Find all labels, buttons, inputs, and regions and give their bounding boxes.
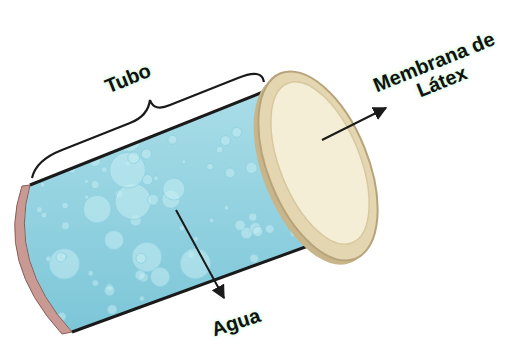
- water-bubble: [207, 163, 214, 170]
- water-bubble: [110, 152, 146, 188]
- water-bubble: [25, 99, 29, 103]
- water-bubble: [286, 270, 295, 279]
- water-bubble: [25, 318, 37, 330]
- water-bubble: [225, 168, 235, 178]
- water-bubble: [250, 254, 259, 263]
- water-bubble: [216, 146, 223, 153]
- water-bubble: [19, 161, 26, 168]
- water-bubble: [224, 205, 229, 210]
- water-bubble: [142, 175, 152, 185]
- water-bubble: [152, 305, 162, 315]
- water-bubble: [10, 293, 22, 305]
- water-bubble: [139, 296, 144, 301]
- membrane-label: Membrana de Látex: [370, 28, 506, 116]
- water-bubble: [194, 99, 199, 104]
- water-bubble: [304, 270, 315, 281]
- water-bubble: [19, 91, 29, 101]
- water-bubble: [134, 311, 144, 321]
- water-bubble: [278, 297, 283, 302]
- water-bubble: [49, 249, 80, 280]
- water-bubble: [49, 106, 73, 130]
- water-bubble: [237, 277, 242, 282]
- water-bubble: [44, 100, 50, 106]
- water-bubble: [46, 256, 51, 261]
- water-bubble: [220, 136, 230, 146]
- water-bubble: [83, 195, 111, 223]
- tube-wall: [72, 238, 330, 332]
- water-bubble: [332, 82, 336, 86]
- water-bubble: [37, 207, 43, 213]
- water-bubble: [92, 280, 98, 286]
- membrane-surface: [251, 68, 390, 257]
- water-bubble: [148, 194, 159, 205]
- water-bubble: [253, 226, 263, 236]
- water-bubble: [327, 275, 333, 281]
- water-bubble: [16, 110, 23, 117]
- water-bubble: [257, 328, 277, 348]
- water-bubble: [193, 109, 200, 116]
- water-bubble: [91, 180, 99, 188]
- water-bubble: [12, 159, 19, 166]
- water-bubble: [246, 162, 257, 173]
- water-bubble: [35, 329, 43, 337]
- water-bubble: [128, 152, 140, 164]
- water-bubble: [209, 218, 213, 222]
- water-bubble: [186, 79, 196, 89]
- water-bubble: [182, 160, 186, 164]
- water-bubble: [170, 311, 179, 320]
- water-bubble: [154, 326, 160, 332]
- water-bubble: [151, 267, 170, 286]
- water-bubble: [234, 279, 245, 290]
- water-bubble: [246, 299, 250, 303]
- water-bubble: [40, 182, 45, 187]
- water-bubble: [213, 100, 221, 108]
- water-bubble: [93, 140, 98, 145]
- water-bubble: [141, 149, 151, 159]
- water-bubble: [163, 178, 185, 200]
- water-bubble: [232, 127, 242, 137]
- water-bubble: [176, 86, 183, 93]
- water-bubble: [41, 212, 47, 218]
- water-bubble: [136, 253, 146, 263]
- water-bubble: [190, 312, 195, 317]
- water-bubble: [107, 305, 116, 314]
- water-bubble: [135, 100, 140, 105]
- water-bubble: [153, 176, 158, 181]
- water-bubble: [62, 222, 70, 230]
- water-bubble: [266, 310, 272, 316]
- water-bubble: [168, 135, 177, 144]
- tube-brace: [32, 74, 264, 178]
- water-bubble: [191, 107, 197, 113]
- leader-arrow: [322, 108, 386, 140]
- water-bubble: [115, 183, 151, 219]
- water-bubble: [249, 213, 257, 221]
- water-bubble: [52, 90, 81, 119]
- water-bubble: [101, 167, 107, 173]
- water-bubble: [88, 271, 93, 276]
- water-bubble: [268, 319, 274, 325]
- tube-end: [15, 185, 72, 334]
- water-bubble: [82, 100, 106, 124]
- water-bubble: [235, 220, 246, 231]
- water-bubble: [62, 202, 68, 208]
- water-bubble: [56, 252, 66, 262]
- water-bubble: [265, 225, 274, 234]
- leader-arrow: [176, 210, 224, 298]
- water-bubble: [28, 149, 36, 157]
- water-bubble: [321, 307, 328, 314]
- tube-label: Tubo: [92, 55, 165, 101]
- water-bubble: [84, 179, 88, 183]
- water-bubble: [194, 236, 199, 241]
- water-bubble: [107, 94, 132, 119]
- water-label: Agua: [199, 301, 272, 343]
- water-bubble: [105, 286, 115, 296]
- water-bubble: [116, 115, 126, 125]
- water-bubble: [57, 121, 61, 125]
- water-bubble: [105, 230, 124, 249]
- water-bubble: [135, 270, 145, 280]
- water-bubble: [15, 82, 20, 87]
- water-bubble: [121, 95, 132, 106]
